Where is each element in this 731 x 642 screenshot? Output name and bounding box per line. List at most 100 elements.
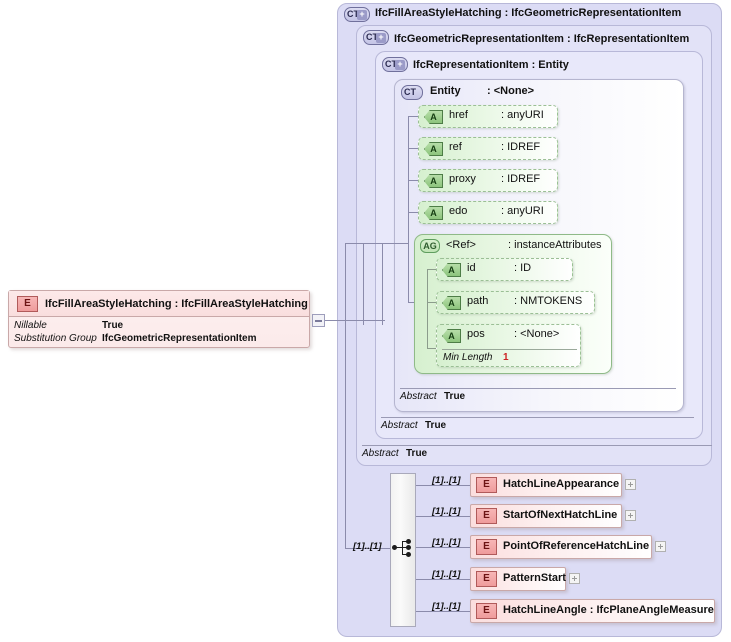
attr-sep: : — [514, 262, 518, 274]
element-label: StartOfNextHatchLine — [503, 509, 618, 521]
connector-group-spine — [427, 269, 428, 349]
facet-value-min-length: 1 — [503, 352, 509, 363]
connector-group-path — [427, 302, 436, 303]
expand-plus-icon[interactable] — [569, 573, 580, 584]
abstract-value-2: True — [425, 420, 447, 431]
element-box-patternstart[interactable]: E PatternStart — [470, 567, 566, 591]
child-occurrence-4: [1]..[1] — [432, 569, 461, 580]
element-icon: E — [476, 477, 497, 493]
attribute-box-path[interactable]: A path : NMTOKENS — [436, 291, 595, 314]
sequence-occurrence: [1]..[1] — [353, 541, 382, 552]
attribute-name: href — [449, 109, 468, 121]
property-name-substitution-group: Substitution Group — [14, 333, 97, 344]
attribute-name: path — [467, 295, 489, 307]
abstract-divider-3 — [400, 388, 676, 389]
element-label: HatchLineAppearance — [503, 478, 620, 490]
attribute-name: proxy — [449, 173, 476, 185]
attribute-icon: A — [424, 174, 443, 188]
abstract-label-2: Abstract — [381, 420, 418, 431]
attr-type-value: NMTOKENS — [520, 295, 583, 307]
collapse-minus-icon[interactable] — [312, 314, 325, 327]
attribute-box-pos[interactable]: A pos : <None> Min Length 1 — [436, 324, 581, 367]
attr-type-value: anyURI — [507, 205, 544, 217]
element-label: PatternStart — [503, 572, 566, 584]
element-icon: E — [476, 508, 497, 524]
entity-title: Entity — [430, 85, 461, 97]
element-box-ifcfillareastylehatching[interactable]: E IfcFillAreaStyleHatching : IfcFillArea… — [8, 290, 310, 348]
entity-type-value: <None> — [493, 85, 535, 97]
attr-type-value: <None> — [520, 328, 560, 340]
entity-type: : <None> — [487, 85, 534, 97]
attribute-box-edo[interactable]: A edo : anyURI — [418, 201, 558, 224]
attribute-type: : IDREF — [501, 173, 540, 185]
attribute-box-ref[interactable]: A ref : IDREF — [418, 137, 558, 160]
attribute-box-href[interactable]: A href : anyURI — [418, 105, 558, 128]
element-box-title: IfcFillAreaStyleHatching : IfcFillAreaSt… — [45, 298, 308, 310]
abstract-label-3: Abstract — [400, 391, 437, 402]
expand-plus-icon[interactable] — [655, 541, 666, 552]
attribute-icon: A — [424, 142, 443, 156]
complextype-icon-entity[interactable]: CT — [401, 85, 423, 100]
attr-sep: : — [501, 205, 505, 217]
expand-plus-icon[interactable] — [625, 479, 636, 490]
element-box-hatchlineangle[interactable]: E HatchLineAngle : IfcPlaneAngleMeasure — [470, 599, 715, 623]
connector-type-1-v — [345, 243, 346, 325]
attribute-box-id[interactable]: A id : ID — [436, 258, 573, 281]
expand-plus-icon[interactable]: + — [395, 60, 405, 70]
attr-sep: : — [514, 295, 518, 307]
attributegroup-icon[interactable]: AG — [420, 239, 440, 253]
attribute-type: : anyURI — [501, 205, 544, 217]
complextype-icon[interactable]: CT + — [344, 7, 370, 22]
attr-sep: : — [501, 141, 505, 153]
attribute-icon: A — [424, 110, 443, 124]
element-box-hatchlineappearance[interactable]: E HatchLineAppearance — [470, 473, 622, 497]
connector-type-2-top — [363, 243, 382, 244]
type-panel-title-3: IfcRepresentationItem : Entity — [413, 59, 569, 71]
abstract-divider-2 — [381, 417, 694, 418]
attribute-type: : anyURI — [501, 109, 544, 121]
property-value-substitution-group: IfcGeometricRepresentationItem — [102, 333, 257, 344]
attribute-name: pos — [467, 328, 485, 340]
attribute-icon: A — [442, 263, 461, 277]
element-box-startofnexthatchline[interactable]: E StartOfNextHatchLine — [470, 504, 622, 528]
seq-dot — [406, 539, 411, 544]
expand-plus-icon[interactable] — [625, 510, 636, 521]
type-panel-title-1: IfcFillAreaStyleHatching : IfcGeometricR… — [375, 7, 682, 19]
ct-icon-label: CT — [385, 59, 397, 69]
connector-seq-3 — [416, 547, 470, 548]
connector-group-id — [427, 269, 436, 270]
connector-attr-spine — [408, 116, 409, 302]
complextype-icon[interactable]: CT + — [382, 57, 408, 72]
sequence-compositor-icon — [392, 539, 412, 557]
element-box-pointofreferencehatchline[interactable]: E PointOfReferenceHatchLine — [470, 535, 652, 559]
seq-dot — [406, 545, 411, 550]
ct-icon-label: CT — [366, 32, 378, 42]
sequence-compositor-box[interactable] — [390, 473, 416, 627]
abstract-divider-1 — [362, 445, 712, 446]
abstract-label-1: Abstract — [362, 448, 399, 459]
attribute-type: : <None> — [514, 328, 559, 340]
connector-main-to-sequence — [345, 548, 390, 549]
property-name-nillable: Nillable — [14, 320, 47, 331]
ag-sep: : — [508, 239, 512, 251]
attribute-icon: A — [442, 296, 461, 310]
attr-sep: : — [501, 109, 505, 121]
connector-seq-2 — [416, 516, 470, 517]
attribute-icon: A — [442, 329, 461, 343]
connector-attr-group — [408, 302, 414, 303]
attr-sep: : — [514, 328, 518, 340]
expand-plus-icon[interactable]: + — [357, 10, 367, 20]
connector-attr-href — [408, 116, 418, 117]
attr-type-value: IDREF — [507, 141, 541, 153]
attribute-type: : ID — [514, 262, 531, 274]
attribute-icon: A — [424, 206, 443, 220]
complextype-icon[interactable]: CT + — [363, 30, 389, 45]
element-icon: E — [476, 603, 497, 619]
attr-sep: : — [501, 173, 505, 185]
element-icon: E — [476, 539, 497, 555]
attr-type-value: anyURI — [507, 109, 544, 121]
connector-main-trunk — [325, 320, 385, 321]
connector-attr-edo — [408, 212, 418, 213]
attribute-box-proxy[interactable]: A proxy : IDREF — [418, 169, 558, 192]
expand-plus-icon[interactable]: + — [376, 33, 386, 43]
